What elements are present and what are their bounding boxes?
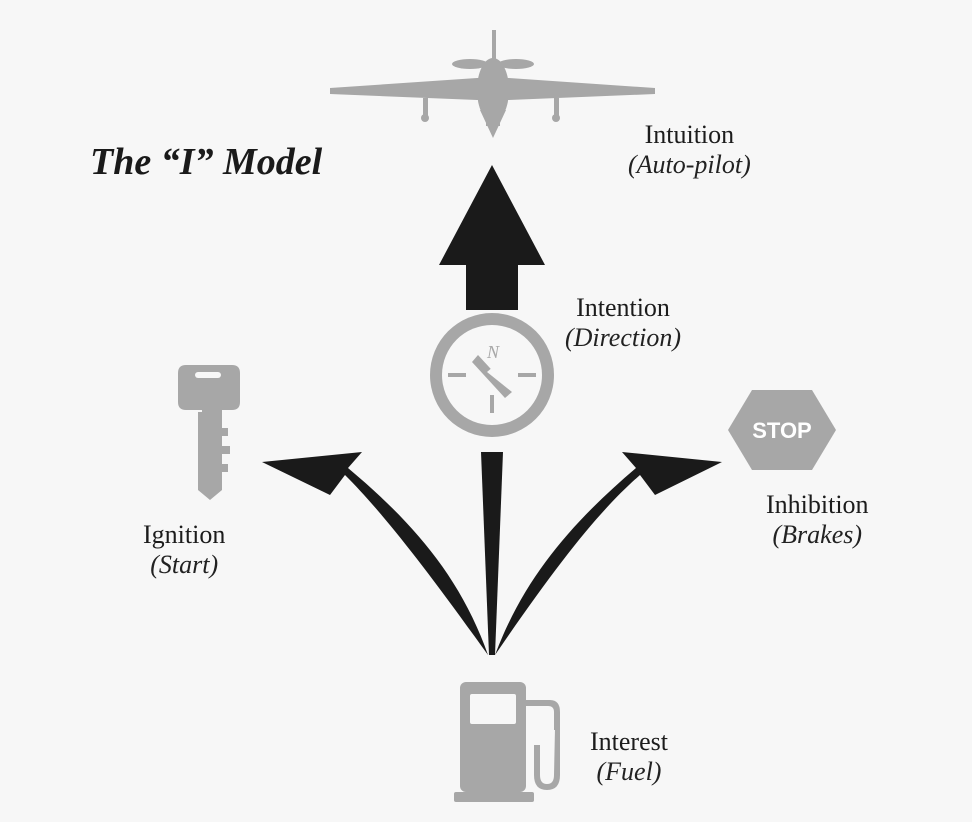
arrow-right-curve — [495, 452, 722, 655]
arrow-up — [439, 165, 545, 310]
compass-north-letter: N — [486, 342, 500, 362]
label-ignition-name: Ignition — [143, 520, 226, 549]
label-inhibition-sub: (Brakes) — [772, 519, 863, 549]
label-intuition-name: Intuition — [644, 120, 735, 149]
label-intention-name: Intention — [576, 293, 670, 322]
arrow-left-curve — [262, 452, 488, 655]
label-intuition: Intuition (Auto-pilot) — [628, 120, 751, 180]
label-ignition: Ignition (Start) — [143, 520, 225, 580]
label-inhibition: Inhibition (Brakes) — [766, 490, 869, 550]
arrow-center-spike — [481, 452, 503, 655]
label-ignition-sub: (Start) — [150, 549, 219, 579]
label-intention-sub: (Direction) — [565, 322, 681, 352]
stop-sign-text: STOP — [752, 418, 812, 443]
fuel-pump-icon — [454, 682, 560, 802]
diagram-title: The “I” Model — [90, 141, 323, 183]
compass-icon: N — [430, 313, 554, 437]
label-interest: Interest (Fuel) — [590, 727, 668, 787]
label-inhibition-name: Inhibition — [766, 490, 869, 519]
label-interest-name: Interest — [590, 727, 668, 756]
label-intuition-sub: (Auto-pilot) — [628, 149, 751, 179]
stop-sign-icon: STOP — [728, 390, 836, 470]
airplane-icon — [330, 30, 655, 138]
label-intention: Intention (Direction) — [565, 293, 681, 353]
label-interest-sub: (Fuel) — [596, 756, 662, 786]
key-icon — [178, 365, 240, 500]
